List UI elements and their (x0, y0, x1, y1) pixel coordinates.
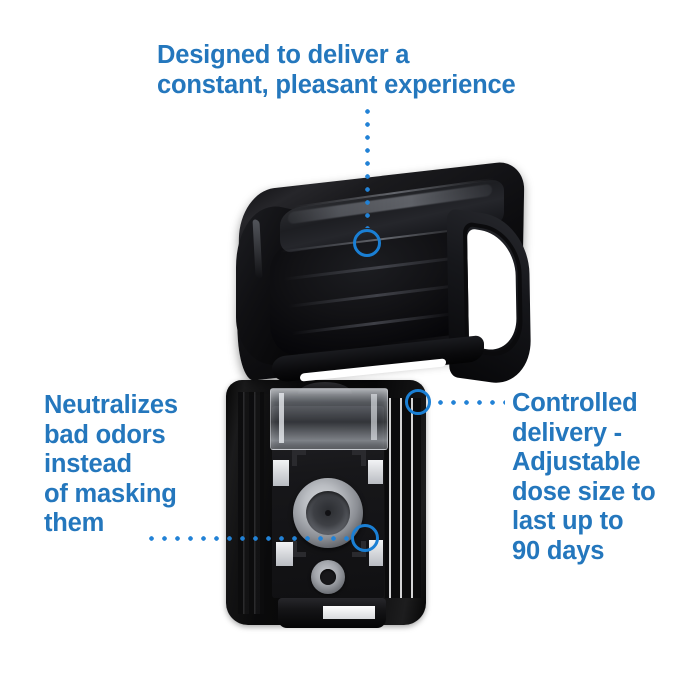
bracket-hook (352, 552, 366, 557)
callout-label-neutralizes-bad-odors: Neutralizes bad odors instead of masking… (44, 391, 178, 537)
callout-marker-top (353, 229, 381, 257)
dispenser-cover-open (228, 159, 532, 388)
bracket-hook (292, 552, 306, 557)
bracket-hook (292, 450, 297, 466)
bracket-hook (361, 450, 366, 466)
alignment-tab (273, 460, 289, 486)
bracket-hook (292, 541, 297, 557)
spray-nozzle-port (311, 560, 345, 594)
vent-ribs-right (385, 398, 421, 598)
refill-cartridge (270, 388, 388, 450)
callout-connector-right (434, 399, 505, 405)
vent-ribs-left (238, 392, 264, 614)
callout-label-designed-to-deliver: Designed to deliver a constant, pleasant… (157, 41, 516, 99)
alignment-tab (276, 542, 293, 566)
brand-label (323, 606, 375, 619)
callout-label-controlled-delivery: Controlled delivery - Adjustable dose si… (512, 389, 656, 565)
bracket-hook (292, 450, 306, 455)
dose-adjust-dial-hub (325, 510, 331, 516)
callout-marker-left (351, 524, 379, 552)
callout-marker-right (405, 389, 431, 415)
callout-connector-left (145, 535, 350, 541)
callout-connector-top (364, 105, 370, 228)
bracket-hook (352, 450, 366, 455)
alignment-tab (368, 460, 383, 484)
